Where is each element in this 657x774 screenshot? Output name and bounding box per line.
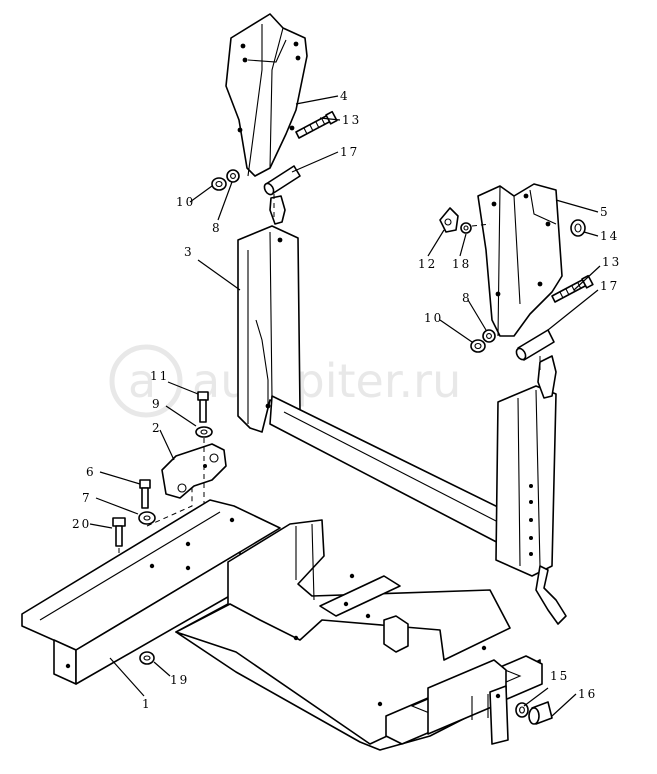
watermark-text: autopiter.ru — [192, 354, 461, 408]
nut-part-10b — [470, 339, 486, 353]
callout-7: 7 — [82, 491, 92, 505]
callout-9: 9 — [152, 397, 162, 411]
callout-20: 20 — [72, 517, 91, 531]
bracket-part-5 — [477, 183, 563, 337]
axis-line-12-18 — [471, 223, 491, 227]
callout-16: 16 — [578, 687, 597, 701]
callout-4: 4 — [340, 89, 350, 103]
base-part-1 — [21, 499, 543, 751]
bolt-part-13a — [295, 110, 338, 139]
bolt-part-20 — [112, 517, 126, 547]
callout-18: 18 — [452, 257, 471, 271]
callout-8-upper: 8 — [212, 221, 222, 235]
callout-6: 6 — [86, 465, 96, 479]
plate-part-2 — [161, 443, 227, 499]
nut-part-19 — [139, 651, 155, 665]
ring-part-14 — [570, 219, 586, 237]
bracket-part-4 — [225, 13, 308, 177]
callout-17-upper: 17 — [340, 145, 359, 159]
callout-13-upper: 13 — [342, 113, 361, 127]
bolt-part-13b — [551, 274, 594, 303]
bushing-part-17b — [515, 329, 555, 361]
callout-13-lower: 13 — [602, 255, 621, 269]
callout-17-lower: 17 — [600, 279, 619, 293]
frame-part-3 — [237, 195, 567, 625]
callout-12: 12 — [418, 257, 437, 271]
nut-part-7 — [138, 511, 156, 525]
callout-19: 19 — [170, 673, 189, 687]
callout-14: 14 — [600, 229, 619, 243]
callout-11: 11 — [150, 369, 169, 383]
callout-labels: 4 13 17 10 8 5 14 12 18 13 3 17 8 10 11 … — [72, 89, 621, 711]
bushing-part-17a — [263, 165, 301, 196]
leader-lines — [89, 95, 601, 717]
washer-part-18 — [460, 222, 472, 234]
callout-5: 5 — [600, 205, 610, 219]
bolt-part-11 — [197, 391, 209, 423]
callout-2: 2 — [152, 421, 162, 435]
washer-part-8b — [482, 329, 496, 343]
callout-1: 1 — [142, 697, 152, 711]
callout-10-upper: 10 — [176, 195, 195, 209]
watermark: a autopiter.ru — [109, 344, 461, 418]
bushing-part-16 — [528, 701, 553, 725]
washer-part-15 — [515, 702, 529, 718]
fitting-part-12 — [439, 207, 459, 233]
callout-15: 15 — [550, 669, 569, 683]
callout-8-lower: 8 — [462, 291, 472, 305]
watermark-logo: a — [128, 354, 156, 408]
washer-part-8a — [226, 169, 240, 183]
bolt-part-6 — [139, 479, 151, 509]
callout-10-lower: 10 — [424, 311, 443, 325]
callout-3: 3 — [184, 245, 194, 259]
nut-part-10a — [211, 177, 227, 191]
washer-part-9 — [195, 426, 213, 438]
